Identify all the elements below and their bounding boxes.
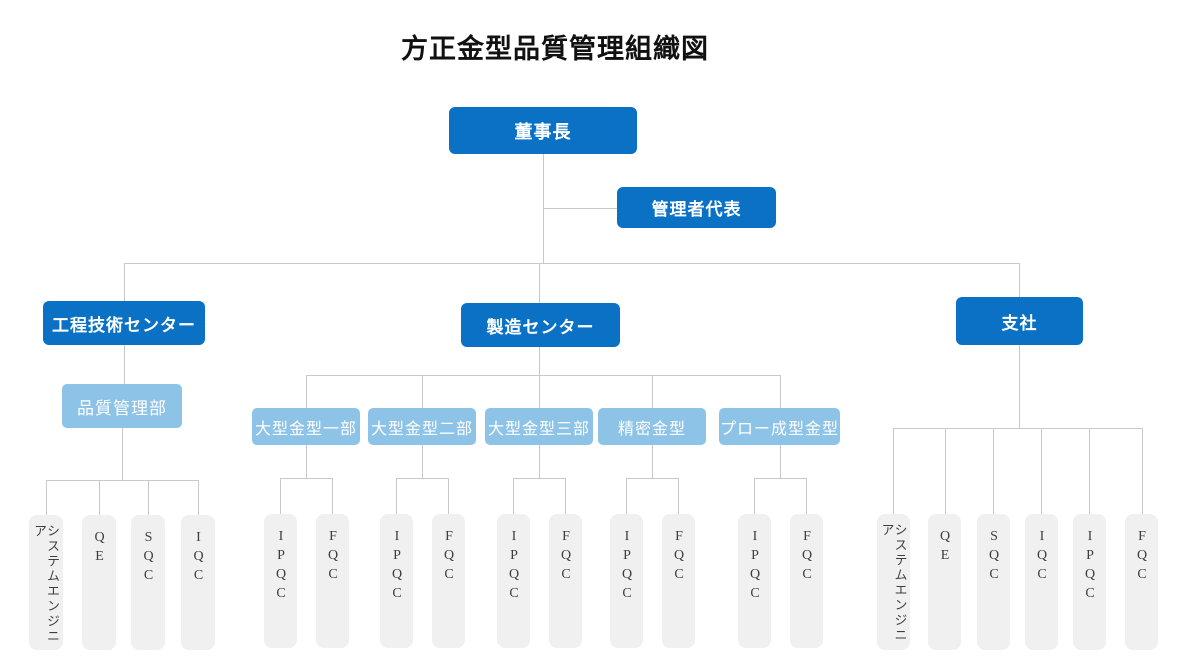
connector-line: [280, 478, 332, 479]
team-label: FQC: [799, 529, 815, 586]
team-label: QE: [937, 529, 953, 567]
node-chairman: 董事長: [449, 107, 637, 154]
connector-line: [1142, 428, 1143, 514]
connector-line: [448, 478, 449, 514]
connector-line: [306, 375, 780, 376]
node-team-fqc-branch: FQC: [1125, 514, 1158, 650]
node-team-fqc-4: FQC: [662, 514, 695, 648]
team-label: IPQC: [273, 529, 289, 605]
connector-line: [46, 480, 198, 481]
node-team-fqc-2: FQC: [432, 514, 465, 648]
node-manufacturing-center: 製造センター: [461, 303, 620, 347]
connector-line: [806, 478, 807, 514]
node-dept-large-mold-1: 大型金型一部: [252, 408, 360, 445]
node-team-sqc: SQC: [131, 515, 165, 650]
node-team-ipqc-4: IPQC: [610, 514, 643, 648]
team-label: SQC: [141, 530, 156, 587]
node-dept-blow-mold: プロー成型金型: [719, 408, 840, 445]
team-label: IPQC: [1082, 529, 1098, 605]
connector-line: [539, 445, 540, 478]
node-team-ipqc-5: IPQC: [738, 514, 771, 648]
connector-line: [422, 445, 423, 478]
team-label: IPQC: [747, 529, 763, 605]
connector-line: [652, 445, 653, 478]
connector-line: [396, 478, 397, 514]
node-team-fqc-3: FQC: [549, 514, 582, 648]
node-dept-large-mold-3: 大型金型三部: [485, 408, 593, 445]
node-management-representative: 管理者代表: [617, 187, 776, 228]
team-label: FQC: [671, 529, 687, 586]
node-team-iqc-branch: IQC: [1025, 514, 1058, 650]
team-label: FQC: [441, 529, 457, 586]
connector-line: [1019, 263, 1020, 297]
connector-line: [543, 208, 617, 209]
connector-line: [148, 480, 149, 515]
connector-line: [754, 478, 806, 479]
connector-line: [99, 480, 100, 515]
connector-line: [993, 428, 994, 514]
team-label: FQC: [325, 529, 341, 586]
connector-line: [332, 478, 333, 514]
connector-line: [280, 478, 281, 514]
connector-line: [539, 263, 540, 303]
connector-line: [396, 478, 448, 479]
node-team-qe: QE: [82, 515, 116, 650]
connector-line: [46, 480, 47, 515]
team-label: IQC: [191, 530, 206, 587]
connector-line: [124, 263, 1020, 264]
team-label: SQC: [986, 529, 1002, 586]
node-dept-precision-mold: 精密金型: [598, 408, 706, 445]
node-team-system-engineer: システムエンジニア: [29, 515, 63, 650]
node-team-sqc-branch: SQC: [977, 514, 1010, 650]
connector-line: [198, 480, 199, 515]
connector-line: [1089, 428, 1090, 514]
connector-line: [780, 375, 781, 408]
team-label: QE: [92, 530, 107, 568]
node-team-fqc-1: FQC: [316, 514, 349, 648]
node-team-iqc: IQC: [181, 515, 215, 650]
connector-line: [893, 428, 894, 514]
connector-line: [124, 263, 125, 301]
node-team-ipqc-branch: IPQC: [1073, 514, 1106, 650]
connector-line: [678, 478, 679, 514]
node-dept-large-mold-2: 大型金型二部: [368, 408, 476, 445]
team-label: IPQC: [619, 529, 635, 605]
team-label: IQC: [1034, 529, 1050, 586]
connector-line: [422, 375, 423, 408]
connector-line: [1041, 428, 1042, 514]
node-team-qe-branch: QE: [928, 514, 961, 650]
node-engineering-center: 工程技術センター: [43, 301, 205, 345]
connector-line: [945, 428, 946, 514]
node-quality-control-dept: 品質管理部: [62, 384, 182, 428]
connector-line: [565, 478, 566, 514]
team-label: FQC: [1134, 529, 1150, 586]
connector-line: [306, 375, 307, 408]
node-team-fqc-5: FQC: [790, 514, 823, 648]
connector-line: [893, 428, 1142, 429]
node-team-ipqc-3: IPQC: [497, 514, 530, 648]
connector-line: [626, 478, 678, 479]
connector-line: [539, 347, 540, 408]
team-label: IPQC: [389, 529, 405, 605]
connector-line: [780, 445, 781, 478]
connector-line: [652, 375, 653, 408]
team-label: FQC: [558, 529, 574, 586]
connector-line: [626, 478, 627, 514]
node-team-ipqc-1: IPQC: [264, 514, 297, 648]
connector-line: [1019, 345, 1020, 428]
team-label: IPQC: [506, 529, 522, 605]
node-team-system-engineer-branch: システムエンジニア: [877, 514, 910, 650]
connector-line: [513, 478, 565, 479]
team-label: システムエンジニア: [32, 524, 60, 644]
node-branch-office: 支社: [956, 297, 1083, 345]
connector-line: [306, 445, 307, 478]
page-title: 方正金型品質管理組織図: [401, 34, 709, 64]
team-label: システムエンジニア: [879, 523, 908, 643]
connector-line: [122, 428, 123, 480]
node-team-ipqc-2: IPQC: [380, 514, 413, 648]
connector-line: [513, 478, 514, 514]
connector-line: [754, 478, 755, 514]
connector-line: [124, 345, 125, 384]
